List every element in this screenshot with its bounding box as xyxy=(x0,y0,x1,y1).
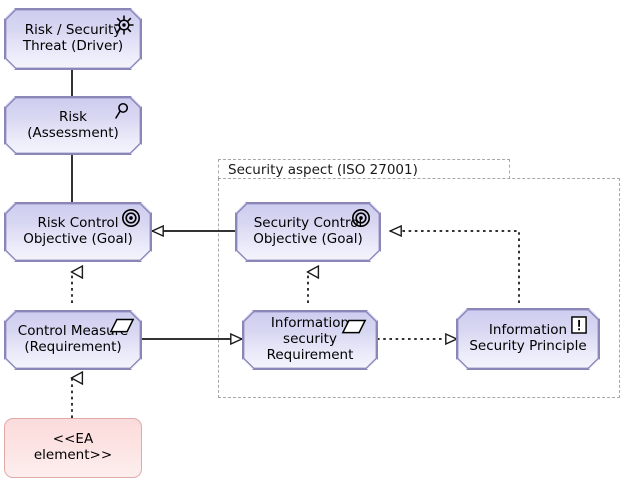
node-risk-control-objective[interactable]: Risk Control Objective (Goal) xyxy=(4,202,152,262)
node-risk-assessment[interactable]: Risk (Assessment) xyxy=(4,96,142,155)
node-control-measure[interactable]: Control Measure (Requirement) xyxy=(4,310,142,370)
node-security-control-objective[interactable]: Security Control Objective (Goal) xyxy=(235,202,381,262)
node-information-security-requirement[interactable]: Information security Requirement xyxy=(242,310,378,370)
assessment-magnifier-icon xyxy=(112,101,132,121)
node-information-security-principle[interactable]: Information Security Principle xyxy=(456,308,600,370)
principle-exclamation-icon xyxy=(569,315,589,335)
group-security-aspect-tab[interactable]: Security aspect (ISO 27001) xyxy=(218,159,510,179)
requirement-parallelogram-icon xyxy=(109,317,135,335)
goal-target-icon xyxy=(351,208,371,228)
node-risk-security-threat[interactable]: Risk / Security Threat (Driver) xyxy=(4,8,142,70)
group-security-aspect-label: Security aspect (ISO 27001) xyxy=(228,161,418,178)
node-label: <<EA element>> xyxy=(33,431,113,463)
node-ea-element[interactable]: <<EA element>> xyxy=(4,418,142,478)
requirement-parallelogram-icon xyxy=(341,318,367,336)
group-security-aspect[interactable] xyxy=(218,178,620,398)
driver-steering-wheel-icon xyxy=(113,14,135,36)
goal-target-icon xyxy=(121,208,141,228)
